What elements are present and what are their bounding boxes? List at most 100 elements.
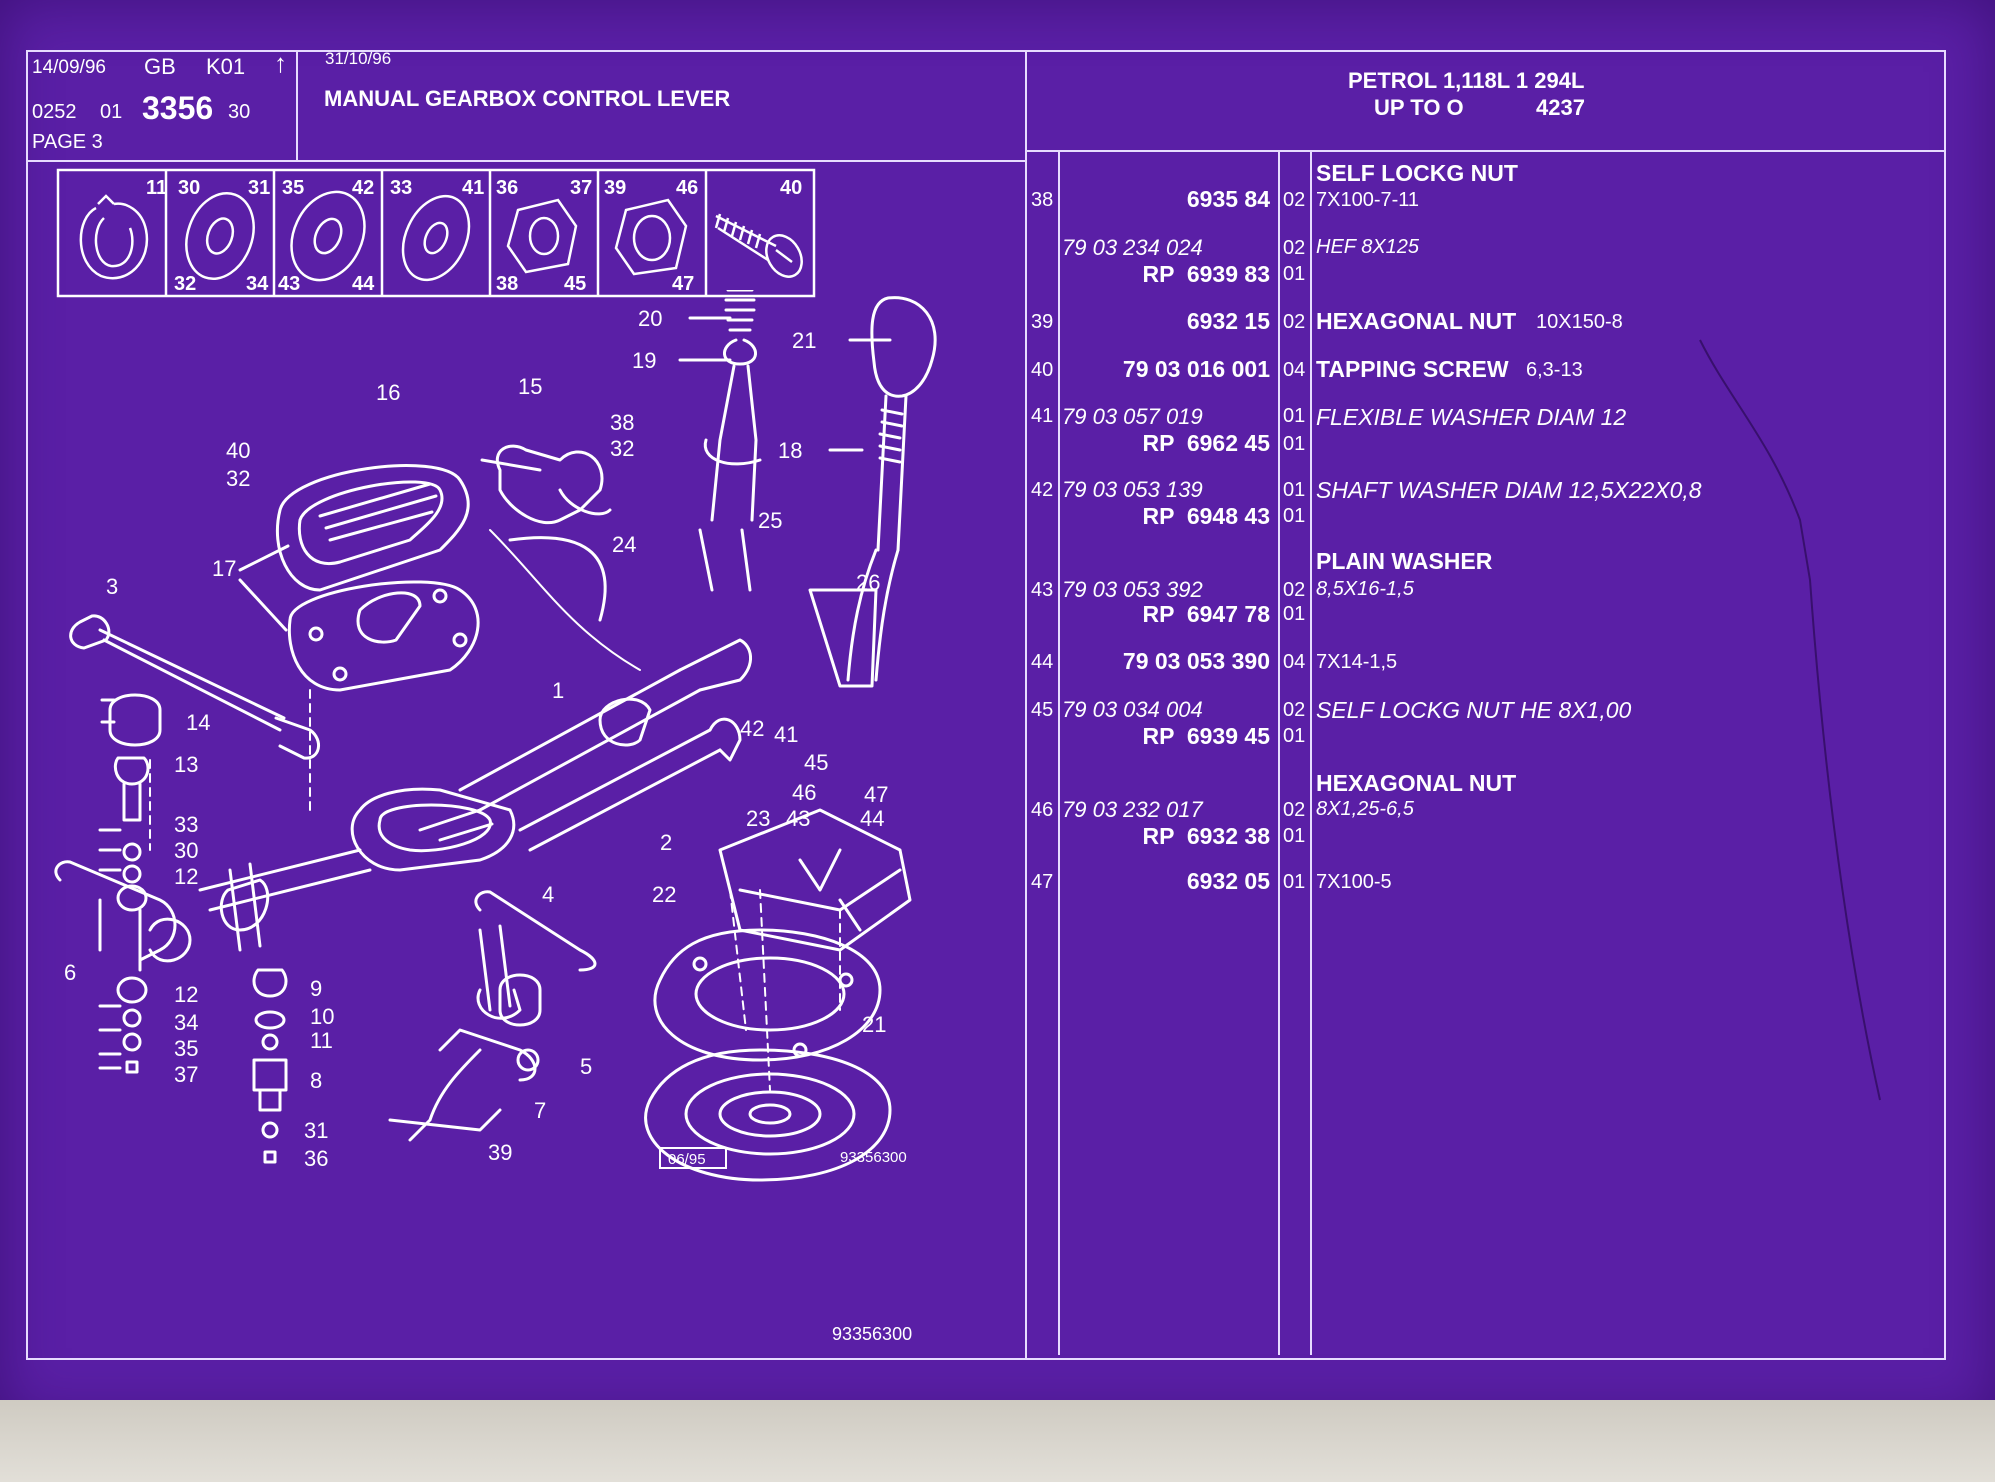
part-number: 79 03 234 024 xyxy=(1062,235,1203,260)
part-number: 79 03 016 001 xyxy=(1122,356,1270,382)
callout-32: 32 xyxy=(610,436,634,461)
gear-knob xyxy=(870,296,937,398)
part-desc: 7X100-7-11 xyxy=(1316,189,1420,211)
callout-19: 19 xyxy=(632,348,656,373)
part-ref: 43 xyxy=(1031,579,1054,601)
part-desc: SELF LOCKG NUT HE 8X1,00 xyxy=(1316,697,1632,723)
header-divider-v xyxy=(296,50,298,160)
thumb-label: 40 xyxy=(780,177,802,199)
part-number: 79 03 057 019 xyxy=(1062,404,1203,429)
part-qty: 01 xyxy=(1283,263,1306,285)
part-desc-bold: TAPPING SCREW xyxy=(1316,356,1509,382)
callout-7: 7 xyxy=(534,1098,546,1123)
part-qty: 01 xyxy=(1283,825,1306,847)
col-ref-divider xyxy=(1058,150,1060,1355)
diagram-date: 06/95 xyxy=(668,1151,706,1168)
callout-5: 5 xyxy=(580,1054,592,1079)
part-ref: 38 xyxy=(1031,189,1054,211)
header-revision-date: 31/10/96 xyxy=(325,49,392,68)
thumb-label: 45 xyxy=(564,273,586,295)
thumb-label: 32 xyxy=(174,273,196,295)
callout-24: 23 xyxy=(746,806,770,831)
part-qty: 02 xyxy=(1283,237,1306,259)
callout-17: 17 xyxy=(212,556,236,581)
callout-13: 13 xyxy=(174,752,198,777)
part-desc: 6,3-13 xyxy=(1526,359,1583,381)
part-ref: 47 xyxy=(1031,871,1054,893)
callout-37: 37 xyxy=(174,1062,198,1087)
header-group: 0252 xyxy=(32,101,77,123)
part-qty: 01 xyxy=(1283,479,1306,501)
callout-42: 42 xyxy=(740,716,764,741)
callout-26b: 26 xyxy=(856,570,880,595)
thumb-label: 11 xyxy=(146,177,167,199)
part-number: RP 6947 78 xyxy=(1142,601,1270,627)
callout-8: 8 xyxy=(310,1068,322,1093)
callout-41: 41 xyxy=(774,722,798,747)
part-qty: 02 xyxy=(1283,311,1306,333)
part-ref: 41 xyxy=(1031,405,1054,427)
thumb-label: 30 xyxy=(178,177,200,199)
thumb-label: 35 xyxy=(282,177,304,199)
callout-39: 39 xyxy=(488,1140,512,1165)
main-divider xyxy=(1025,50,1027,1360)
part-ref: 44 xyxy=(1031,651,1054,673)
header-code: K01 xyxy=(206,54,246,79)
header-page: PAGE 3 xyxy=(32,131,103,153)
part-number: 79 03 053 390 xyxy=(1122,648,1270,674)
part-desc: 8,5X16-1,5 xyxy=(1316,578,1414,600)
col-part-divider xyxy=(1278,150,1280,1355)
callout-18: 18 xyxy=(778,438,802,463)
callout-33: 33 xyxy=(174,812,198,837)
part-number: 79 03 232 017 xyxy=(1062,797,1203,822)
header-sub: 01 xyxy=(100,101,123,123)
part-desc: SHAFT WASHER DIAM 12,5X22X0,8 xyxy=(1316,477,1702,503)
callout-38: 38 xyxy=(610,410,634,435)
callout-15: 15 xyxy=(518,374,542,399)
callout-35: 35 xyxy=(174,1036,198,1061)
part-number: RP 6932 38 xyxy=(1142,823,1270,849)
thumb-label: 31 xyxy=(248,177,270,199)
header-date: 14/09/96 xyxy=(32,57,106,78)
callout-47: 47 xyxy=(864,782,888,807)
part-number: RP 6939 83 xyxy=(1142,261,1270,287)
header-country: GB xyxy=(144,54,176,79)
thumb-label: 34 xyxy=(246,273,269,295)
callout-44: 44 xyxy=(860,806,884,831)
sheet-frame xyxy=(26,50,1946,1360)
callout-43: 43 xyxy=(786,806,810,831)
part-number: RP 6962 45 xyxy=(1142,430,1270,456)
callout-3: 3 xyxy=(106,574,118,599)
page-title: MANUAL GEARBOX CONTROL LEVER xyxy=(324,86,731,111)
part-qty: 02 xyxy=(1283,189,1306,211)
part-qty: 02 xyxy=(1283,579,1306,601)
thumb-label: 42 xyxy=(352,177,374,199)
application-line2: UP TO O xyxy=(1374,95,1464,120)
part-heading: SELF LOCKG NUT xyxy=(1316,160,1518,186)
part-desc: FLEXIBLE WASHER DIAM 12 xyxy=(1316,404,1627,430)
part-ref: 40 xyxy=(1031,359,1054,381)
part-number: 6932 15 xyxy=(1186,308,1270,334)
header-arrow-icon: ↑ xyxy=(274,48,287,78)
callout-30: 31 xyxy=(304,1118,328,1143)
part-qty: 01 xyxy=(1283,433,1306,455)
application-line1: PETROL 1,118L 1 294L xyxy=(1348,68,1585,93)
part-desc: 7X14-1,5 xyxy=(1316,651,1398,673)
callout-16: 16 xyxy=(376,380,400,405)
thumb-label: 44 xyxy=(352,273,375,295)
callout-14: 14 xyxy=(186,710,210,735)
part-qty: 02 xyxy=(1283,699,1306,721)
callout-31: 30 xyxy=(174,838,198,863)
thumb-label: 46 xyxy=(676,177,698,199)
paper-background xyxy=(0,1400,1995,1482)
thumb-label: 37 xyxy=(570,177,592,199)
part-qty: 01 xyxy=(1283,725,1306,747)
part-qty: 01 xyxy=(1283,405,1306,427)
part-desc: 8X1,25-6,5 xyxy=(1316,798,1414,820)
application-limit: 4237 xyxy=(1536,95,1585,120)
part-heading: HEXAGONAL NUT xyxy=(1316,770,1517,796)
callout-22: 21 xyxy=(862,1012,886,1037)
thumb-label: 36 xyxy=(496,177,518,199)
callout-20: 20 xyxy=(638,306,662,331)
callout-1: 1 xyxy=(552,678,564,703)
